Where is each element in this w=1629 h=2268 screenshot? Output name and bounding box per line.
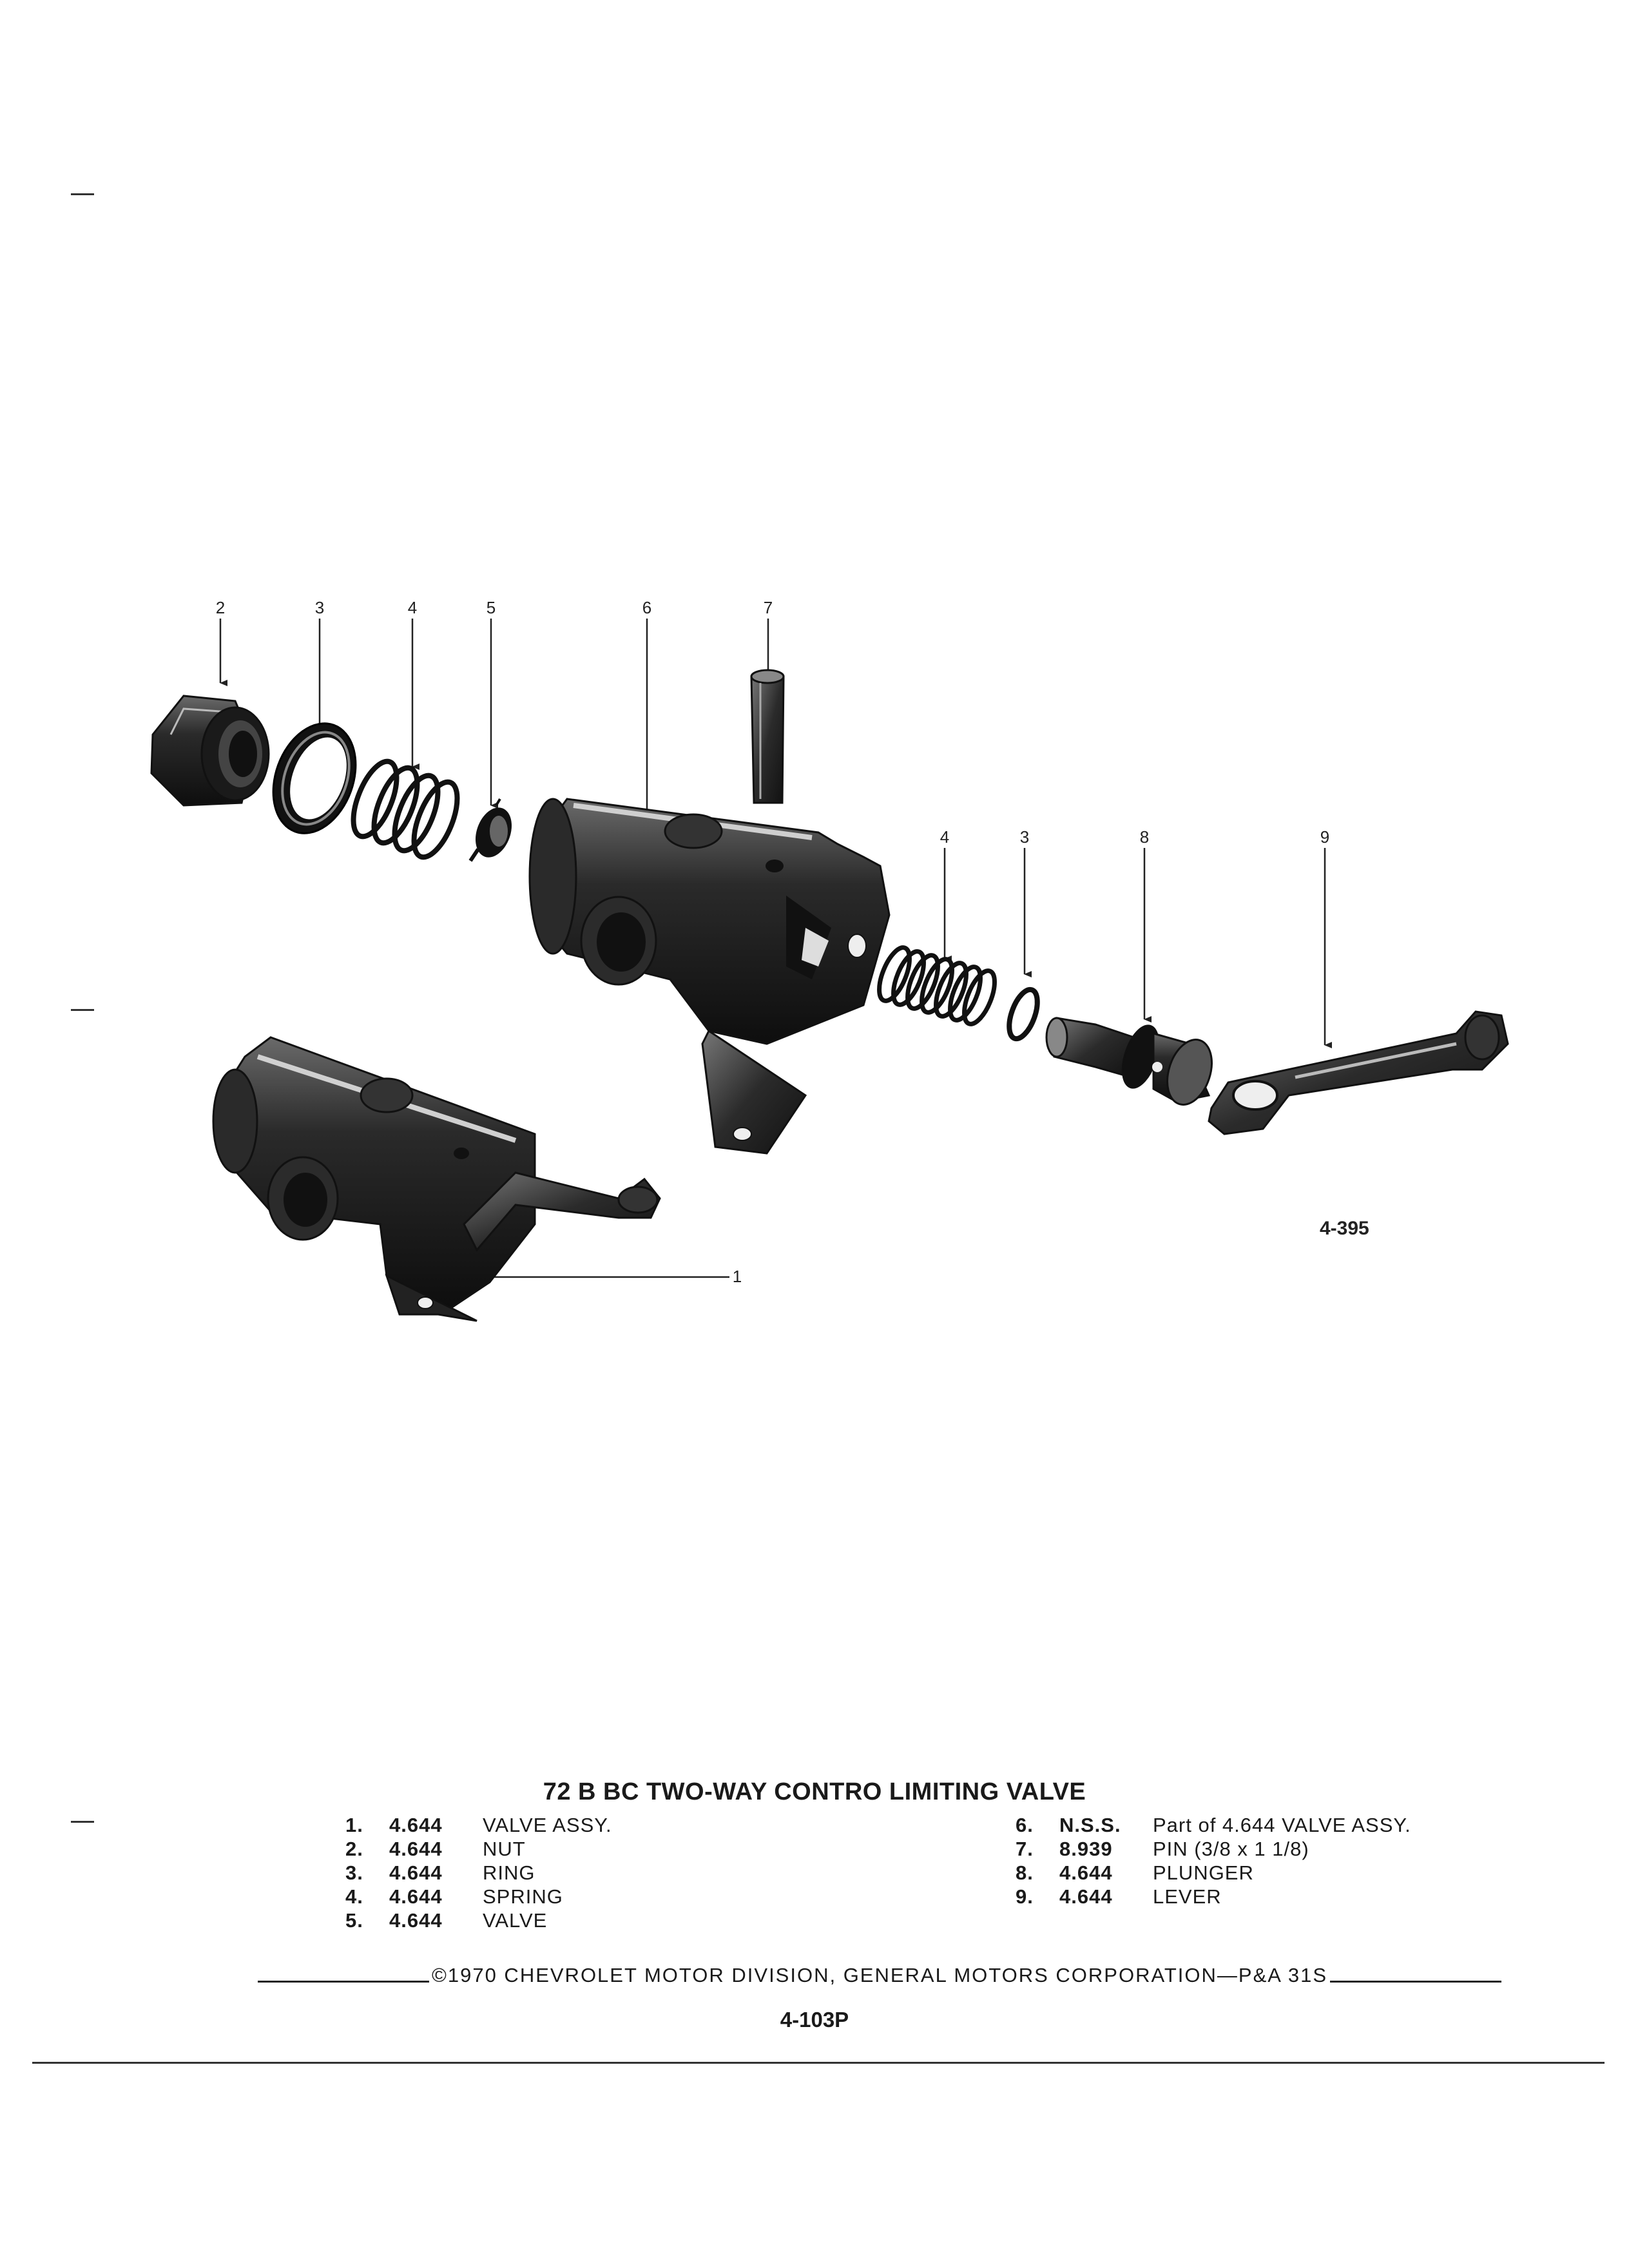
callout-3: 3 <box>314 598 325 617</box>
callout-2: 2 <box>215 598 226 617</box>
part-description: VALVE <box>483 1909 548 1932</box>
parts-row: 5. 4.644 VALVE <box>345 1908 612 1932</box>
callout-1: 1 <box>732 1267 742 1286</box>
plunger-part <box>1045 1017 1213 1106</box>
callout-7: 7 <box>763 598 773 617</box>
callout-9: 9 <box>1320 827 1330 847</box>
part-number: 9. <box>1016 1885 1034 1908</box>
part-description: Part of 4.644 VALVE ASSY. <box>1153 1814 1411 1836</box>
part-description: SPRING <box>483 1885 563 1908</box>
group-code: N.S.S. <box>1059 1814 1121 1836</box>
group-code: 4.644 <box>389 1838 443 1860</box>
group-code: 4.644 <box>389 1885 443 1908</box>
part-number: 8. <box>1016 1861 1034 1884</box>
pin-part <box>750 669 785 804</box>
part-description: PLUNGER <box>1153 1861 1254 1884</box>
valve-assembly-part <box>212 1036 661 1322</box>
valve-body-part <box>528 798 891 1155</box>
bottom-rule <box>32 2062 1605 2064</box>
group-code: 4.644 <box>389 1814 443 1836</box>
part-description: LEVER <box>1153 1885 1222 1908</box>
figure-number: 4-395 <box>1320 1218 1369 1239</box>
callout-5: 5 <box>486 598 496 617</box>
part-number: 6. <box>1016 1814 1034 1836</box>
part-description: RING <box>483 1861 535 1884</box>
group-code: 4.644 <box>1059 1885 1113 1908</box>
part-number: 5. <box>345 1909 363 1932</box>
parts-row: 2. 4.644 NUT <box>345 1837 612 1861</box>
part-description: VALVE ASSY. <box>483 1814 612 1836</box>
copyright-text: ©1970 CHEVROLET MOTOR DIVISION, GENERAL … <box>432 1964 1327 1986</box>
parts-row: 8. 4.644 PLUNGER <box>1016 1861 1411 1885</box>
group-code: 4.644 <box>389 1909 443 1932</box>
callout-6: 6 <box>642 598 652 617</box>
parts-row: 3. 4.644 RING <box>345 1861 612 1885</box>
caption-title: 72 B BC TWO-WAY CONTRO LIMITING VALVE <box>543 1778 1086 1805</box>
parts-row: 9. 4.644 LEVER <box>1016 1885 1411 1908</box>
lever-part <box>1208 1010 1509 1135</box>
part-number: 2. <box>345 1838 363 1860</box>
group-code: 4.644 <box>1059 1861 1113 1884</box>
parts-list-right: 6. N.S.S. Part of 4.644 VALVE ASSY. 7. 8.93… <box>1016 1813 1411 1908</box>
parts-row: 6. N.S.S. Part of 4.644 VALVE ASSY. <box>1016 1813 1411 1837</box>
callout-8: 8 <box>1139 827 1150 847</box>
part-description: PIN (3/8 x 1 1/8) <box>1153 1838 1309 1860</box>
margin-mark-top <box>71 193 94 195</box>
footer-rule-left <box>258 1980 430 1983</box>
margin-mark-middle <box>71 1009 94 1011</box>
ring-part-b <box>1007 986 1040 1042</box>
footer-rule-right <box>1330 1980 1502 1983</box>
callout-4b: 4 <box>940 827 950 847</box>
parts-row: 7. 8.939 PIN (3/8 x 1 1/8) <box>1016 1837 1411 1861</box>
part-number: 1. <box>345 1814 363 1836</box>
page-number: 4-103P <box>780 2008 849 2032</box>
part-number: 7. <box>1016 1838 1034 1860</box>
ring-part <box>272 722 357 834</box>
exploded-view-illustration <box>150 619 1509 1322</box>
valve-disc-part <box>468 798 512 862</box>
group-code: 4.644 <box>389 1861 443 1884</box>
copyright-footer: ©1970 CHEVROLET MOTOR DIVISION, GENERAL … <box>258 1964 1502 1987</box>
margin-mark-bottom <box>71 1821 94 1823</box>
part-number: 3. <box>345 1861 363 1884</box>
spring-part-b <box>877 945 997 1026</box>
part-description: NUT <box>483 1838 526 1860</box>
parts-row: 4. 4.644 SPRING <box>345 1885 612 1908</box>
nut-part <box>150 695 270 807</box>
callout-4: 4 <box>407 598 418 617</box>
callout-3b: 3 <box>1019 827 1030 847</box>
parts-row: 1. 4.644 VALVE ASSY. <box>345 1813 612 1837</box>
group-code: 8.939 <box>1059 1838 1113 1860</box>
part-number: 4. <box>345 1885 363 1908</box>
spring-part-a <box>351 758 460 860</box>
